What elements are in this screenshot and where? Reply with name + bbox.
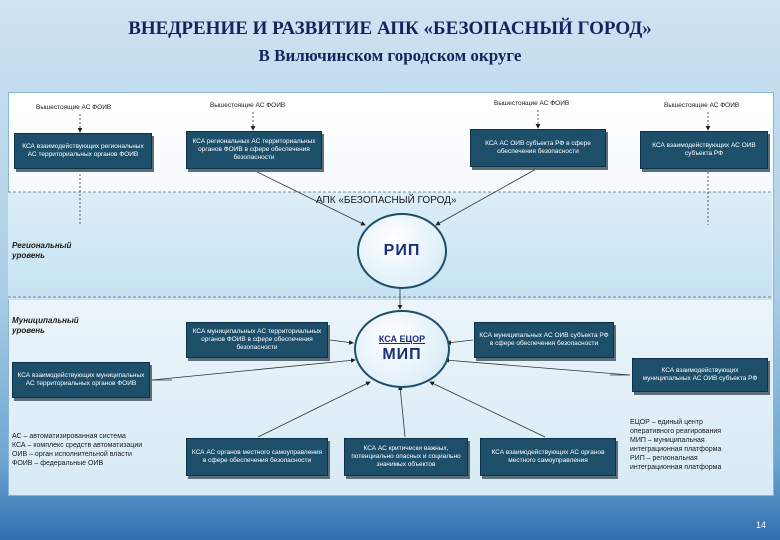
legend-item: КСА – комплекс средств автоматизации (12, 442, 143, 449)
top-box-1: КСА взаимодействующих региональных АС те… (14, 133, 152, 169)
legend-item: оперативного реагирования (630, 428, 722, 435)
legend-item: интеграционная платформа (630, 446, 722, 453)
mid-box-4: КСА взаимодействующих муниципальных АС О… (632, 358, 768, 392)
top-box-3: КСА АС ОИВ субъекта РФ в сфере обеспечен… (470, 129, 606, 167)
legend-item: ЕЦОР – единый центр (630, 419, 703, 426)
mip-label: МИП (382, 346, 422, 363)
page-number: 14 (756, 520, 767, 530)
mip-node: КСА ЕЦОР МИП (354, 310, 450, 388)
regional-level-label: Региональный уровень (12, 241, 72, 260)
legend-item: МИП – муниципальная (630, 437, 705, 444)
rip-label: РИП (383, 242, 421, 259)
top-box-2: КСА региональных АС территориальных орга… (186, 131, 322, 169)
mid-box-2: КСА муниципальных АС ОИВ субъекта РФ в с… (474, 322, 614, 358)
legend-item: АС – автоматизированная система (12, 433, 126, 440)
legend-item: ОИВ – орган исполнительной власти (12, 451, 132, 458)
rip-node: РИП (357, 213, 447, 289)
municipal-level-label: Муниципальный уровень (12, 316, 79, 335)
apk-label: АПК «БЕЗОПАСНЫЙ ГОРОД» (316, 195, 457, 206)
slide-subtitle: В Вилючинском городском округе (258, 46, 522, 65)
legend-left: АС – автоматизированная система КСА – ко… (12, 432, 184, 468)
mid-box-3: КСА взаимодействующих муниципальных АС т… (12, 362, 150, 398)
top-box-4: КСА взаимодействующих АС ОИВ субъекта РФ (640, 131, 768, 169)
caption-foiv-2: Вышестоящие АС ФОИВ (210, 102, 286, 109)
slide-title: ВНЕДРЕНИЕ И РАЗВИТИЕ АПК «БЕЗОПАСНЫЙ ГОР… (128, 18, 652, 39)
legend-item: РИП – региональная (630, 455, 698, 462)
caption-foiv-3: Вышестоящие АС ФОИВ (494, 100, 570, 107)
legend-item: ФОИВ – федеральные ОИВ (12, 460, 104, 467)
legend-right: ЕЦОР – единый центр оперативного реагиро… (630, 418, 772, 472)
mid-box-1: КСА муниципальных АС территориальных орг… (186, 322, 328, 358)
bottom-box-3: КСА взаимодействующих АС органов местног… (480, 438, 616, 476)
caption-foiv-4: Вышестоящие АС ФОИВ (664, 102, 740, 109)
ksa-ecor-label: КСА ЕЦОР (378, 334, 426, 344)
bottom-box-1: КСА АС органов местного самоуправления в… (186, 438, 328, 476)
caption-foiv-1: Вышестоящие АС ФОИВ (36, 104, 112, 111)
bottom-box-2: КСА АС критически важных, потенциально о… (344, 438, 468, 476)
legend-item: интеграционная платформа (630, 464, 722, 471)
